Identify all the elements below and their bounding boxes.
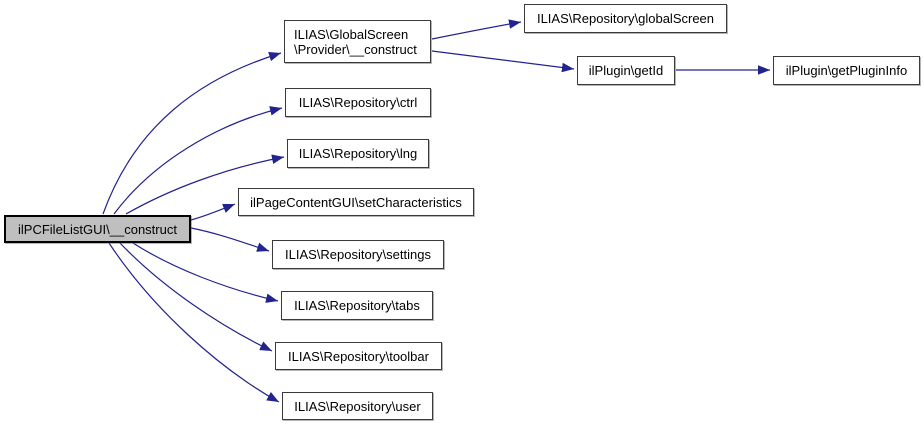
node-label: ILIAS\Repository\globalScreen xyxy=(536,11,715,26)
node-repository-globalscreen[interactable]: ILIAS\Repository\globalScreen xyxy=(524,4,727,33)
node-label: ilPlugin\getPluginInfo xyxy=(785,63,908,78)
edge-provider-getid xyxy=(431,50,575,73)
edge-main-toolbar xyxy=(119,242,273,352)
node-repository-toolbar[interactable]: ILIAS\Repository\toolbar xyxy=(275,342,442,370)
node-repository-user[interactable]: ILIAS\Repository\user xyxy=(282,392,433,420)
node-label-line1: ILIAS\GlobalScreen xyxy=(294,26,409,42)
edge-main-setcharacteristics xyxy=(190,203,236,221)
edge-main-settings xyxy=(190,227,270,252)
node-label: ILIAS\Repository\toolbar xyxy=(288,348,429,364)
node-repository-ctrl[interactable]: ILIAS\Repository\ctrl xyxy=(285,88,431,117)
node-ilpagecontentgui-setcharacteristics[interactable]: ilPageContentGUI\setCharacteristics xyxy=(238,188,474,216)
edge-provider-globalscreen xyxy=(431,19,522,40)
node-label: ILIAS\Repository\lng xyxy=(298,146,418,161)
node-label: ILIAS\Repository\ctrl xyxy=(298,95,418,110)
node-repository-lng[interactable]: ILIAS\Repository\lng xyxy=(287,139,429,168)
edge-main-provider xyxy=(102,51,282,215)
node-repository-tabs[interactable]: ILIAS\Repository\tabs xyxy=(281,291,433,320)
node-label: ILIAS\Repository\tabs xyxy=(294,298,420,313)
node-label: ilPageContentGUI\setCharacteristics xyxy=(250,194,462,210)
node-label: ILIAS\Repository\user xyxy=(294,398,421,414)
node-ilplugin-getid[interactable]: ilPlugin\getId xyxy=(577,56,675,85)
edge-main-user xyxy=(108,242,280,403)
edge-main-tabs xyxy=(132,242,279,303)
node-label: ilPCFileListGUI\__construct xyxy=(18,221,177,237)
edge-main-ctrl xyxy=(113,106,283,215)
node-label-line2: \Provider\__construct xyxy=(294,41,417,57)
edge-main-lng xyxy=(125,154,285,215)
node-label: ILIAS\Repository\settings xyxy=(285,247,431,262)
node-ilplugin-getplugininfo[interactable]: ilPlugin\getPluginInfo xyxy=(773,56,920,85)
node-ilpcfilelistgui-construct[interactable]: ilPCFileListGUI\__construct xyxy=(4,215,191,243)
node-label: ilPlugin\getId xyxy=(588,63,664,78)
node-repository-settings[interactable]: ILIAS\Repository\settings xyxy=(272,240,444,269)
node-globalscreen-provider-construct[interactable]: ILIAS\GlobalScreen \Provider\__construct xyxy=(284,20,431,63)
